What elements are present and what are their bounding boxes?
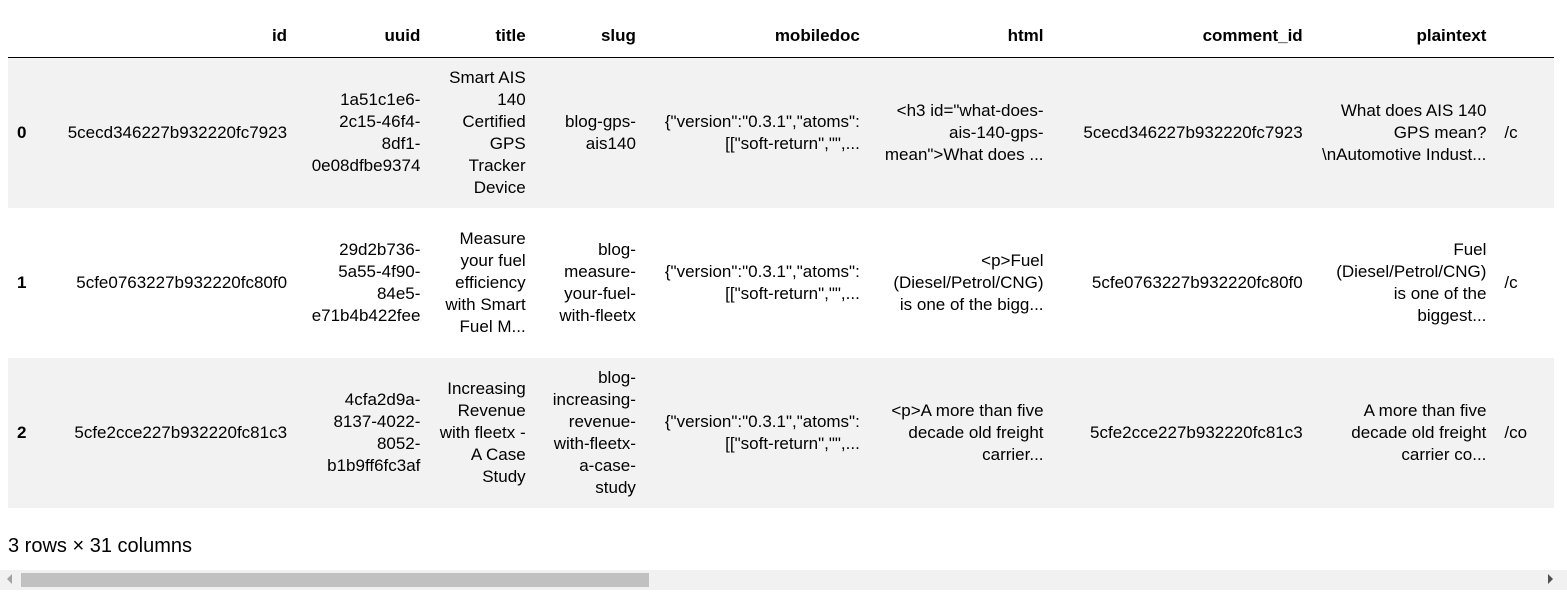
cell-id: 5cfe2cce227b932220fc81c3	[74, 422, 288, 442]
table-row: 0 5cecd346227b932220fc7923 1a51c1e6-2c15…	[8, 57, 1554, 208]
cell-title: Measure your fuel efficiency with Smart …	[445, 228, 526, 336]
index-header	[8, 14, 38, 58]
cell-mobiledoc: {"version":"0.3.1","atoms":[["soft-retur…	[664, 261, 860, 303]
cell-title: Smart AIS 140 Certified GPS Tracker Devi…	[449, 67, 526, 197]
scroll-right-arrow-icon[interactable]	[1548, 574, 1553, 584]
row-index: 0	[17, 122, 27, 142]
cell-id: 5cecd346227b932220fc7923	[67, 122, 288, 142]
column-header-title: title	[429, 14, 535, 58]
cell-partial: /c	[1504, 272, 1518, 292]
cell-plaintext: What does AIS 140 GPS mean? \nAutomotive…	[1321, 100, 1487, 164]
cell-title: Increasing Revenue with fleetx - A Case …	[439, 378, 526, 486]
column-header-partial	[1495, 14, 1554, 58]
header-row: id uuid title slug mobiledoc html commen…	[8, 14, 1554, 58]
cell-slug: blog-gps-ais140	[565, 111, 636, 153]
cell-slug: blog-measure-your-fuel-with-fleetx	[559, 239, 636, 325]
cell-uuid: 4cfa2d9a-8137-4022-8052-b1b9ff6fc3af	[327, 389, 421, 475]
dataframe-table: id uuid title slug mobiledoc html commen…	[8, 14, 1554, 508]
column-header-slug: slug	[534, 14, 645, 58]
table-row: 2 5cfe2cce227b932220fc81c3 4cfa2d9a-8137…	[8, 357, 1554, 508]
dataframe-output: id uuid title slug mobiledoc html commen…	[8, 14, 1554, 510]
column-header-comment-id: comment_id	[1052, 14, 1312, 58]
row-index: 2	[17, 422, 27, 442]
cell-html: <h3 id="what-does-ais-140-gps-mean">What…	[884, 100, 1044, 164]
cell-comment-id: 5cfe0763227b932220fc80f0	[1091, 272, 1303, 292]
column-header-id: id	[37, 14, 297, 58]
cell-html: <p>Fuel (Diesel/Petrol/CNG) is one of th…	[893, 250, 1044, 314]
cell-plaintext: A more than five decade old freight carr…	[1351, 400, 1487, 464]
cell-mobiledoc: {"version":"0.3.1","atoms":[["soft-retur…	[664, 111, 860, 153]
cell-html: <p>A more than five decade old freight c…	[891, 400, 1044, 464]
cell-id: 5cfe0763227b932220fc80f0	[76, 272, 288, 292]
cell-comment-id: 5cfe2cce227b932220fc81c3	[1090, 422, 1303, 442]
horizontal-scrollbar[interactable]	[0, 570, 1567, 590]
scrollbar-thumb[interactable]	[21, 573, 649, 587]
table-summary: 3 rows × 31 columns	[8, 535, 192, 557]
column-header-uuid: uuid	[296, 14, 430, 58]
cell-comment-id: 5cecd346227b932220fc7923	[1083, 122, 1303, 142]
cell-uuid: 29d2b736-5a55-4f90-84e5-e71b4b422fee	[311, 239, 421, 325]
cell-mobiledoc: {"version":"0.3.1","atoms":[["soft-retur…	[664, 411, 860, 453]
column-header-mobiledoc: mobiledoc	[644, 14, 869, 58]
column-header-html: html	[868, 14, 1053, 58]
cell-partial: /c	[1504, 122, 1518, 142]
cell-uuid: 1a51c1e6-2c15-46f4-8df1-0e08dfbe9374	[311, 89, 421, 175]
column-header-plaintext: plaintext	[1311, 14, 1496, 58]
scroll-left-arrow-icon[interactable]	[7, 574, 12, 584]
cell-slug: blog-increasing-revenue-with-fleetx-a-ca…	[552, 367, 636, 497]
row-index: 1	[17, 272, 27, 292]
cell-plaintext: Fuel (Diesel/Petrol/CNG) is one of the b…	[1336, 239, 1487, 325]
cell-partial: /co	[1504, 422, 1528, 442]
table-row: 1 5cfe0763227b932220fc80f0 29d2b736-5a55…	[8, 207, 1554, 358]
